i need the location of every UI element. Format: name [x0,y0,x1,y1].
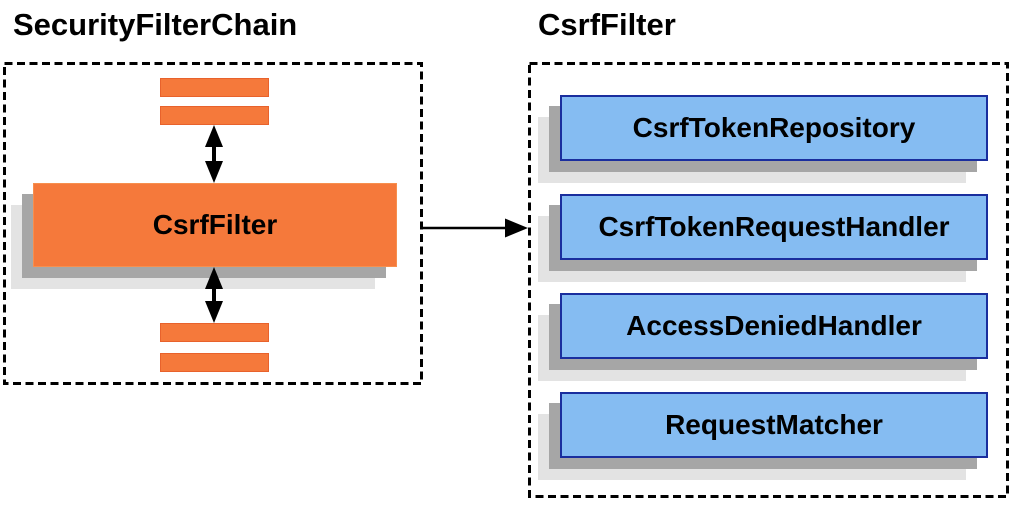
double-arrow-top [205,125,223,183]
component-label: CsrfTokenRepository [632,112,916,143]
csrf-filter-box-label: CsrfFilter [152,209,278,240]
component-label: RequestMatcher [665,409,883,440]
double-arrow-bottom [205,267,223,323]
component-label: CsrfTokenRequestHandler [598,211,950,242]
component-box-requestmatcher: RequestMatcher [560,392,988,458]
component-label: AccessDeniedHandler [626,310,922,341]
component-box-accessdeniedhandler: AccessDeniedHandler [560,293,988,359]
component-box-csrftokenrepository: CsrfTokenRepository [560,95,988,161]
component-box-csrftokenrequesthandler: CsrfTokenRequestHandler [560,194,988,260]
filter-placeholder-bar [160,106,269,125]
filter-placeholder-bar [160,323,269,342]
right-panel-title: CsrfFilter [538,7,676,42]
filter-placeholder-bar [160,353,269,372]
csrf-filter-box: CsrfFilter [33,183,397,267]
filter-placeholder-bar [160,78,269,97]
link-arrow [423,218,528,238]
left-panel-title: SecurityFilterChain [13,7,298,42]
